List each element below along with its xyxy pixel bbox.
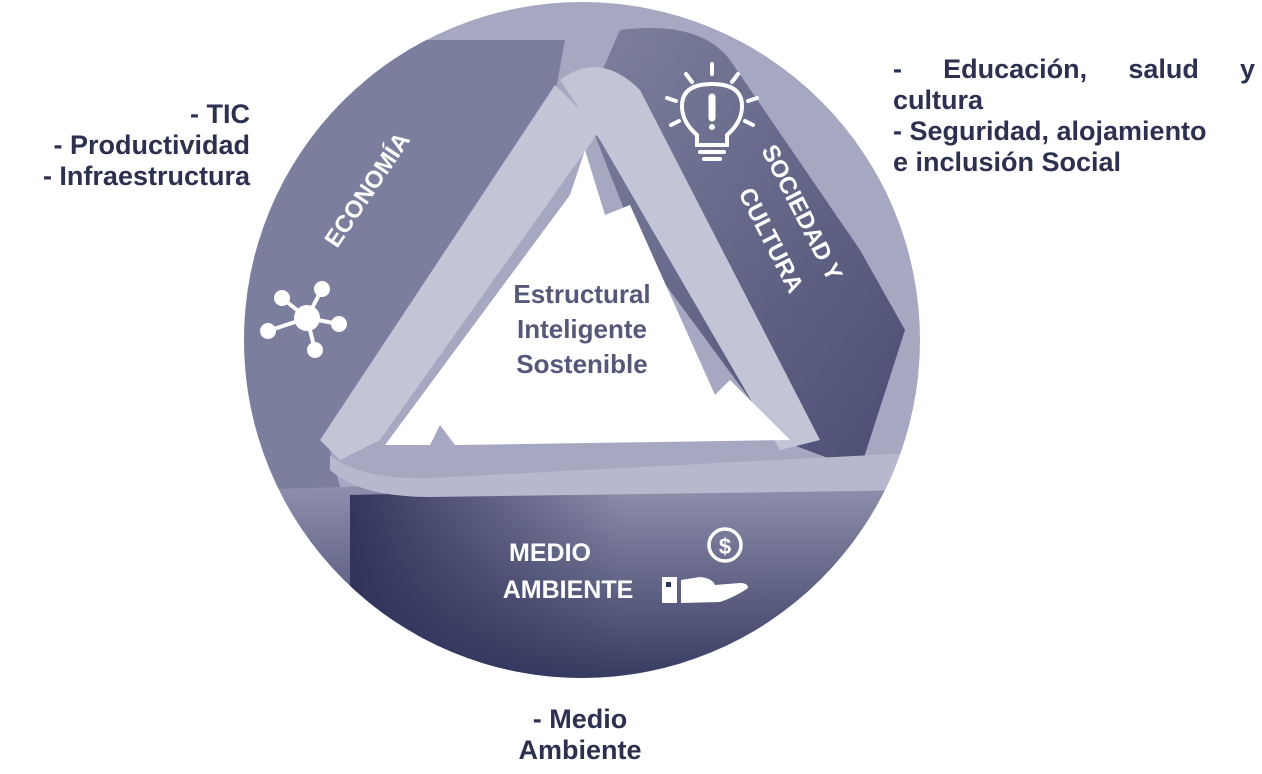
coin-symbol: $	[719, 534, 731, 559]
center-text-line1: Estructural	[513, 279, 650, 309]
medio-label-line1: MEDIO	[509, 539, 591, 567]
hand-coin-icon: $	[662, 527, 748, 603]
medio-label-line2: AMBIENTE	[503, 576, 634, 604]
annotation-item: - Productividad	[53, 130, 250, 160]
ribbon-right-arm	[560, 67, 820, 450]
annotation-item: - TIC	[190, 99, 250, 129]
economia-annotation: - TIC - Productividad - Infraestructura	[43, 99, 250, 192]
medio-ambiente-annotation: - Medio Ambiente	[480, 704, 680, 766]
annotation-item: cultura	[893, 85, 984, 115]
annotation-item: Ambiente	[518, 735, 642, 765]
annotation-item: - Educación, salud y	[893, 54, 1255, 84]
ribbon-bottom-arm	[330, 452, 920, 497]
sociedad-band	[585, 28, 905, 470]
center-text-line2: Inteligente	[517, 314, 647, 344]
annotation-item: - Seguridad, alojamiento	[893, 116, 1207, 146]
annotation-item: - Infraestructura	[42, 161, 250, 191]
center-triangle	[385, 150, 790, 445]
lightbulb-icon	[665, 62, 759, 161]
center-text-line3: Sostenible	[516, 349, 647, 379]
annotation-item: e inclusión Social	[893, 147, 1122, 177]
annotation-item: - Medio	[532, 704, 628, 734]
ribbon-left-arm	[320, 85, 600, 460]
sociedad-annotation: - Educación, salud y cultura - Seguridad…	[893, 54, 1255, 178]
network-nodes-icon	[260, 281, 347, 358]
